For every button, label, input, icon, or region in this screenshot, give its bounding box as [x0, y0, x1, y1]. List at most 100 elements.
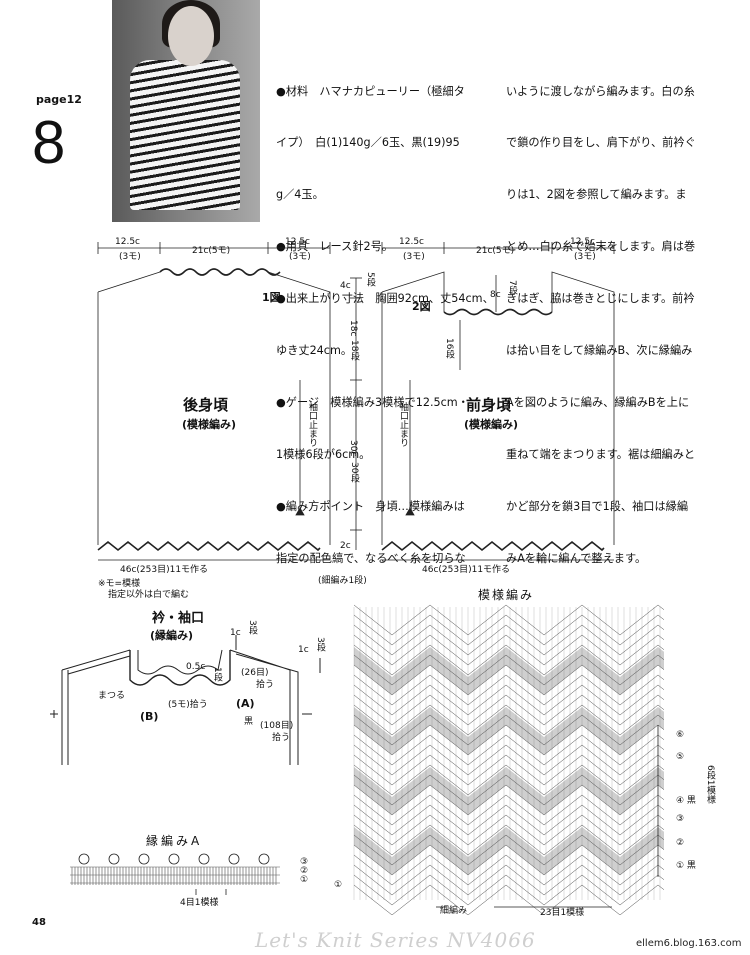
instruction-line: りは1、2図を参照して編みます。ま — [506, 188, 687, 202]
stitch-row — [353, 744, 665, 776]
edge-single-crochet: (細編み1段) — [318, 576, 367, 586]
stitch-row — [353, 884, 665, 915]
front-neck-rows: 7段 — [507, 280, 517, 295]
chart-row-6: ⑥ — [676, 730, 685, 740]
instruction-line: Aを図のように編み、縁編みBを上に — [506, 395, 690, 409]
stitch-band — [354, 767, 664, 815]
collar-black: 黒 — [244, 717, 254, 727]
chart-bottom-repeat: 23目1模様 — [540, 908, 585, 918]
collar-1-row: 1段 — [212, 667, 222, 682]
edge-a-row-2: ② — [300, 866, 309, 876]
front-top-mid-dim: 21c(5モ) — [476, 246, 515, 256]
back-bottom-dim: 46c(253目)11モ作る — [120, 565, 209, 575]
collar-half-dim: 0.5c — [186, 662, 206, 672]
back-top-left-sub: (3モ) — [119, 252, 141, 262]
instruction-line: g／4玉。 — [276, 188, 324, 202]
collar-pick-5: (5モ)拾う — [168, 700, 208, 710]
stitch-row — [353, 804, 665, 836]
back-top-left-dim: 12.5c — [115, 237, 140, 247]
page-label: page12 — [36, 93, 82, 106]
stitch-row — [353, 814, 665, 846]
stitch-chart — [353, 604, 665, 915]
edge-a-row-3: ③ — [300, 857, 309, 867]
chart-row-3: ③ — [676, 814, 685, 824]
dim-18c: 18c — [348, 320, 358, 337]
collar-3-rows-a: 3段 — [247, 620, 257, 635]
front-bottom-dim: 46c(253目)11モ作る — [422, 565, 511, 575]
dim-18-rows: 18段 — [349, 340, 359, 361]
instruction-line: イプ） 白(1)140g／6玉、黒(19)95 — [276, 136, 460, 150]
collar-pick-108: (108目) — [260, 721, 294, 731]
stitch-row — [353, 874, 665, 906]
picot — [108, 853, 120, 865]
instruction-line: で鎖の作り目をし、肩下がり、前衿ぐ — [506, 136, 696, 150]
dim-30-rows: 30段 — [349, 462, 359, 483]
collar-title: 衿・袖口 — [152, 611, 205, 626]
front-top-right-dim: 12.5c — [570, 237, 595, 247]
instructions-column-2: いように渡しながら編みます。白の糸 で鎖の作り目をし、肩下がり、前衿ぐ りは1、… — [506, 48, 696, 584]
picot — [228, 853, 240, 865]
stitch-row — [353, 844, 665, 876]
instruction-line: いように渡しながら編みます。白の糸 — [506, 84, 695, 98]
dim-4c: 4c — [340, 281, 351, 291]
blog-credit: ellem6.blog.163.com — [636, 938, 742, 949]
instruction-line: 1模様6段が6cm。 — [276, 447, 371, 461]
chart-start-marker: ① — [334, 880, 343, 890]
front-top-left-dim: 12.5c — [399, 237, 424, 247]
collar-sew-label: まつる — [98, 691, 126, 701]
stitch-row — [353, 724, 665, 756]
stitch-band — [354, 647, 664, 695]
edge-a-title: 縁編みA — [146, 834, 203, 848]
chart-row-4: ④ 黒 — [676, 796, 696, 806]
back-fig-label: 1図 — [262, 291, 281, 304]
picot — [168, 853, 180, 865]
dim-2c: 2c — [340, 541, 351, 551]
stitch-row — [353, 774, 665, 806]
instruction-line: ●出来上がり寸法 胸囲92cm、丈54cm、 — [276, 292, 494, 306]
front-armhole-label: 袖口止まり — [398, 402, 408, 447]
stitch-chart-title: 模様編み — [478, 588, 535, 602]
stitch-row — [353, 684, 665, 716]
stitch-row — [353, 754, 665, 786]
collar-1c-a: 1c — [230, 628, 241, 638]
edge-a-chart — [70, 853, 280, 895]
collar-pick-26b: 拾う — [256, 680, 275, 690]
back-top-right-dim: 12.5c — [285, 237, 310, 247]
picot — [258, 853, 270, 865]
instruction-line: とめ…白の糸で始末をします。肩は巻 — [506, 240, 696, 254]
back-subtitle: (模様編み) — [182, 418, 237, 431]
series-watermark: Let's Knit Series NV4066 — [255, 928, 536, 952]
collar-diagram — [50, 635, 321, 765]
back-title: 後身頃 — [183, 396, 229, 414]
instruction-line: ●材料 ハマナカピューリー（極細タ — [276, 84, 465, 98]
stitch-row — [353, 704, 665, 736]
collar-pick-108b: 拾う — [272, 733, 291, 743]
dim-30c: 30c — [348, 440, 358, 457]
page-number: 48 — [32, 917, 46, 928]
stitch-row — [353, 644, 665, 676]
collar-label-b: (B) — [140, 710, 159, 723]
back-top-mid-dim: 21c(5モ) — [192, 246, 231, 256]
stitch-row — [353, 604, 665, 636]
instruction-line: 重ねて端をまつります。裾は細編みと — [506, 447, 696, 461]
stitch-row — [353, 664, 665, 696]
front-title: 前身頃 — [466, 396, 512, 414]
collar-label-a: (A) — [236, 697, 255, 710]
edge-a-row-1: ① — [300, 875, 309, 885]
instruction-line: ●編み方ポイント 身頃…模様編みは — [276, 499, 465, 513]
instruction-line: ゆき丈24cm。 — [276, 344, 353, 358]
front-subtitle: (模様編み) — [464, 418, 519, 431]
stitch-row — [353, 854, 665, 886]
stitch-row — [353, 654, 665, 686]
stitch-row — [353, 614, 665, 646]
front-neck-rows-2: 16段 — [444, 338, 454, 359]
body-diagrams — [97, 242, 615, 561]
pattern-number: 8 — [32, 109, 66, 176]
stitch-row — [353, 834, 665, 866]
chart-row-5: ⑤ — [676, 752, 685, 762]
model-photo — [112, 0, 260, 222]
collar-3-rows-b: 3段 — [315, 637, 325, 652]
stitch-band — [354, 707, 664, 755]
instruction-line: みAを輪に編んで整えます。 — [506, 551, 647, 565]
stitch-row — [353, 784, 665, 816]
